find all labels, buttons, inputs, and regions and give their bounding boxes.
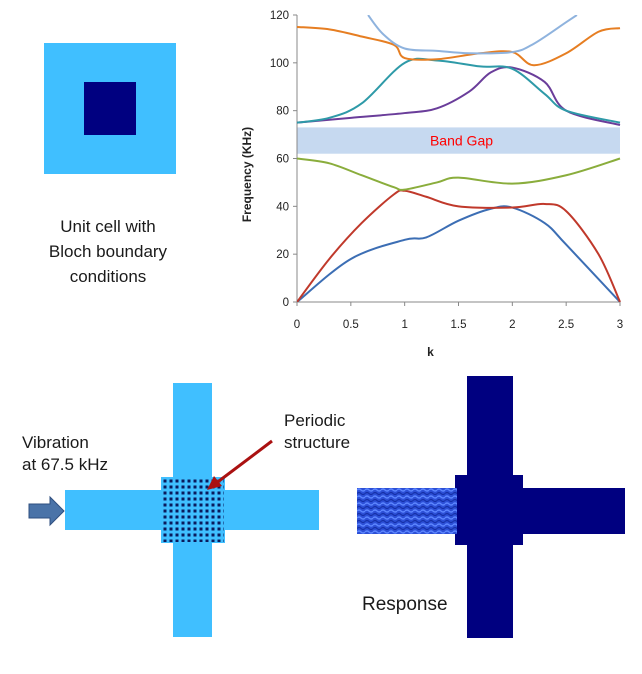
unit-cell-caption: Unit cell with Bloch boundary conditions — [18, 214, 198, 289]
x-tick-label: 3 — [617, 319, 623, 331]
unit-caption-line-3: conditions — [69, 267, 147, 286]
y-axis-label: Frequency (KHz) — [240, 127, 254, 222]
periodic-pointer-arrow — [207, 439, 273, 490]
vibration-line-2: at 67.5 kHz — [22, 455, 108, 474]
response-label: Response — [362, 594, 448, 615]
band-gap-region — [297, 127, 620, 154]
x-tick-label: 2 — [509, 319, 515, 331]
band-line-2 — [297, 189, 621, 302]
vibration-line-1: Vibration — [22, 433, 89, 452]
band-line-7 — [367, 15, 578, 55]
x-tick-label: 1.5 — [451, 319, 467, 331]
unit-cell — [44, 43, 176, 174]
periodic-line-2: structure — [284, 433, 351, 452]
vibration-label: Vibration at 67.5 kHz — [22, 432, 108, 476]
y-tick-label: 20 — [276, 249, 289, 261]
x-tick-label: 1 — [401, 319, 407, 331]
unit-caption-line-1: Unit cell with — [60, 217, 156, 236]
vibration-input-arrow — [28, 495, 65, 527]
unit-caption-line-2: Bloch boundary — [48, 242, 168, 261]
band-gap-label: Band Gap — [430, 133, 493, 149]
y-tick-label: 100 — [270, 58, 289, 70]
band-line-1 — [297, 205, 621, 302]
dispersion-chart: Band Gap 0 20 40 60 80 100 120 0 0.5 1 1.5 2 2.5 3 k Fre… — [240, 10, 623, 359]
x-tick-label: 2.5 — [558, 319, 574, 331]
band-line-6 — [297, 25, 621, 67]
y-tick-label: 60 — [276, 154, 289, 166]
periodic-structure-label: Periodic structure — [284, 410, 350, 454]
y-tick-label: 120 — [270, 10, 289, 22]
cross-structure — [65, 383, 319, 637]
x-tick-label: 0.5 — [343, 319, 359, 331]
y-tick-label: 0 — [283, 297, 289, 309]
band-line-5 — [297, 57, 621, 124]
response-vibrating-arm — [357, 488, 457, 534]
y-tick-label: 80 — [276, 106, 289, 118]
periodic-region-dots — [162, 478, 224, 542]
x-tick-label: 0 — [294, 319, 300, 331]
x-axis-label: k — [427, 345, 434, 359]
periodic-line-1: Periodic — [284, 411, 346, 430]
response-junction — [455, 475, 523, 545]
structure-diagram — [28, 376, 625, 638]
y-tick-label: 40 — [276, 201, 289, 213]
band-line-3 — [297, 157, 621, 191]
unit-cell-inclusion — [84, 82, 136, 135]
band-line-4 — [297, 66, 621, 126]
response-structure — [357, 376, 625, 638]
